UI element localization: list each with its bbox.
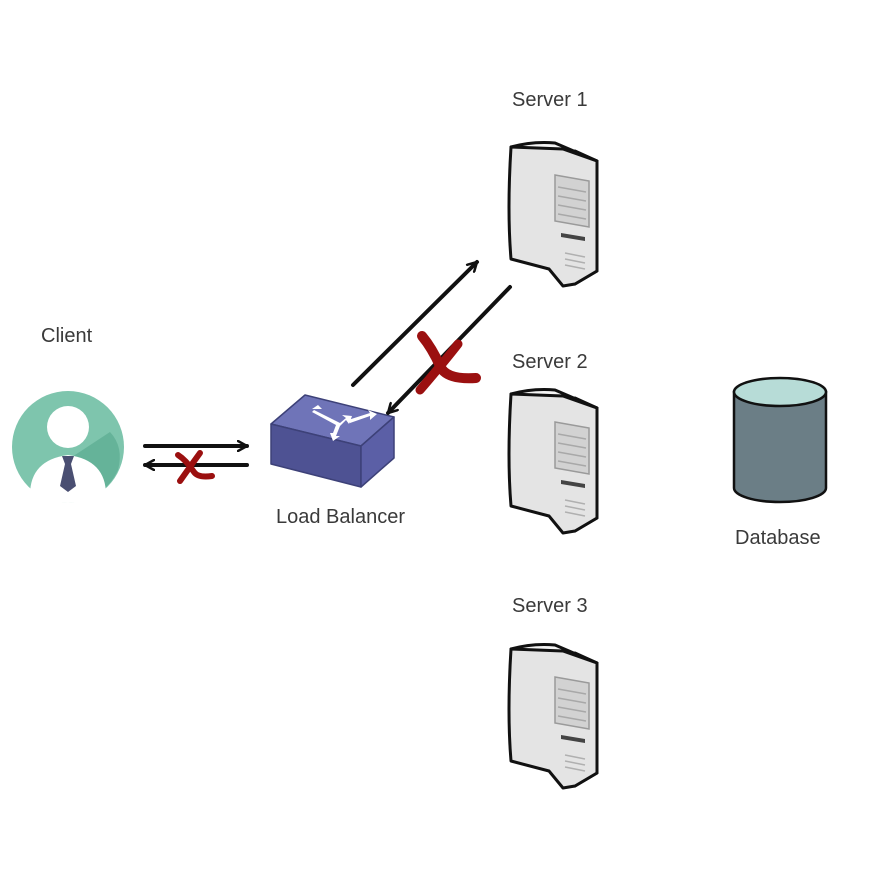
server2-label: Server 2 bbox=[512, 351, 588, 373]
client-label: Client bbox=[41, 325, 93, 347]
database-label: Database bbox=[735, 527, 821, 549]
server-tower-icon bbox=[507, 643, 599, 790]
network-switch-icon bbox=[270, 394, 395, 488]
x-mark-icon bbox=[415, 331, 481, 395]
server-tower-icon bbox=[507, 141, 599, 288]
load-balancer-label: Load Balancer bbox=[276, 506, 405, 528]
lb-to-server1-arrow bbox=[351, 260, 479, 387]
server3-label: Server 3 bbox=[512, 595, 588, 617]
x-mark-icon bbox=[175, 450, 215, 484]
user-avatar-icon bbox=[12, 391, 124, 503]
server-tower-icon bbox=[507, 388, 599, 535]
database-cylinder-icon bbox=[732, 376, 828, 504]
server1-label: Server 1 bbox=[512, 89, 588, 111]
